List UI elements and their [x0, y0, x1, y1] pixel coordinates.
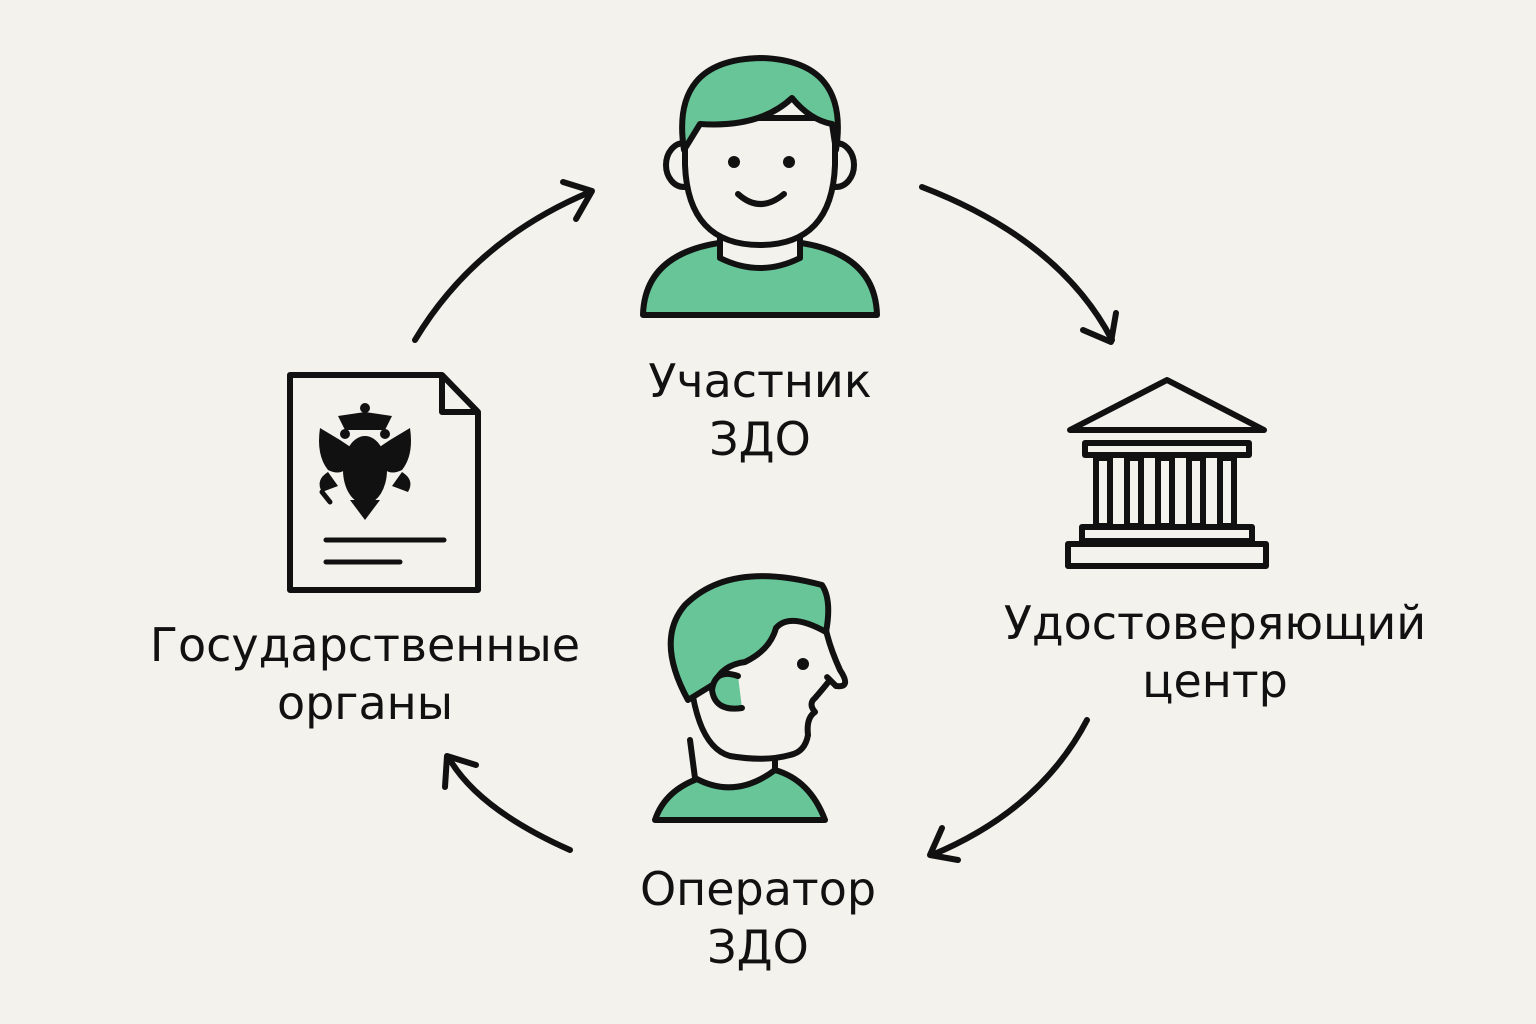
arrow-participant-to-ca — [919, 184, 1119, 345]
government-label-line1: Государственные — [149, 618, 581, 672]
certification-center-label-line2: центр — [1142, 654, 1288, 708]
operator-label: Оператор ЗДО — [598, 860, 918, 976]
certification-center-label-line1: Удостоверяющий — [1003, 596, 1427, 650]
government-label-line2: органы — [276, 676, 454, 730]
operator-label-line1: Оператор — [639, 862, 877, 916]
arrow-ca-to-operator — [927, 717, 1090, 863]
participant-label-line2: ЗДО — [709, 412, 811, 466]
bank-building-icon — [1065, 377, 1269, 569]
government-label: Государственные органы — [115, 616, 615, 732]
arrow-operator-to-gov — [442, 753, 573, 853]
participant-label: Участник ЗДО — [610, 352, 910, 468]
document-with-coat-of-arms-icon — [287, 372, 481, 593]
participant-label-line1: Участник — [648, 354, 872, 408]
arrow-gov-to-participant — [412, 179, 595, 343]
certification-center-label: Удостоверяющий центр — [955, 594, 1475, 710]
smiling-person-icon — [640, 55, 880, 318]
coat-of-arms-icon — [319, 403, 411, 520]
operator-label-line2: ЗДО — [707, 920, 809, 974]
person-profile-icon — [652, 573, 849, 823]
